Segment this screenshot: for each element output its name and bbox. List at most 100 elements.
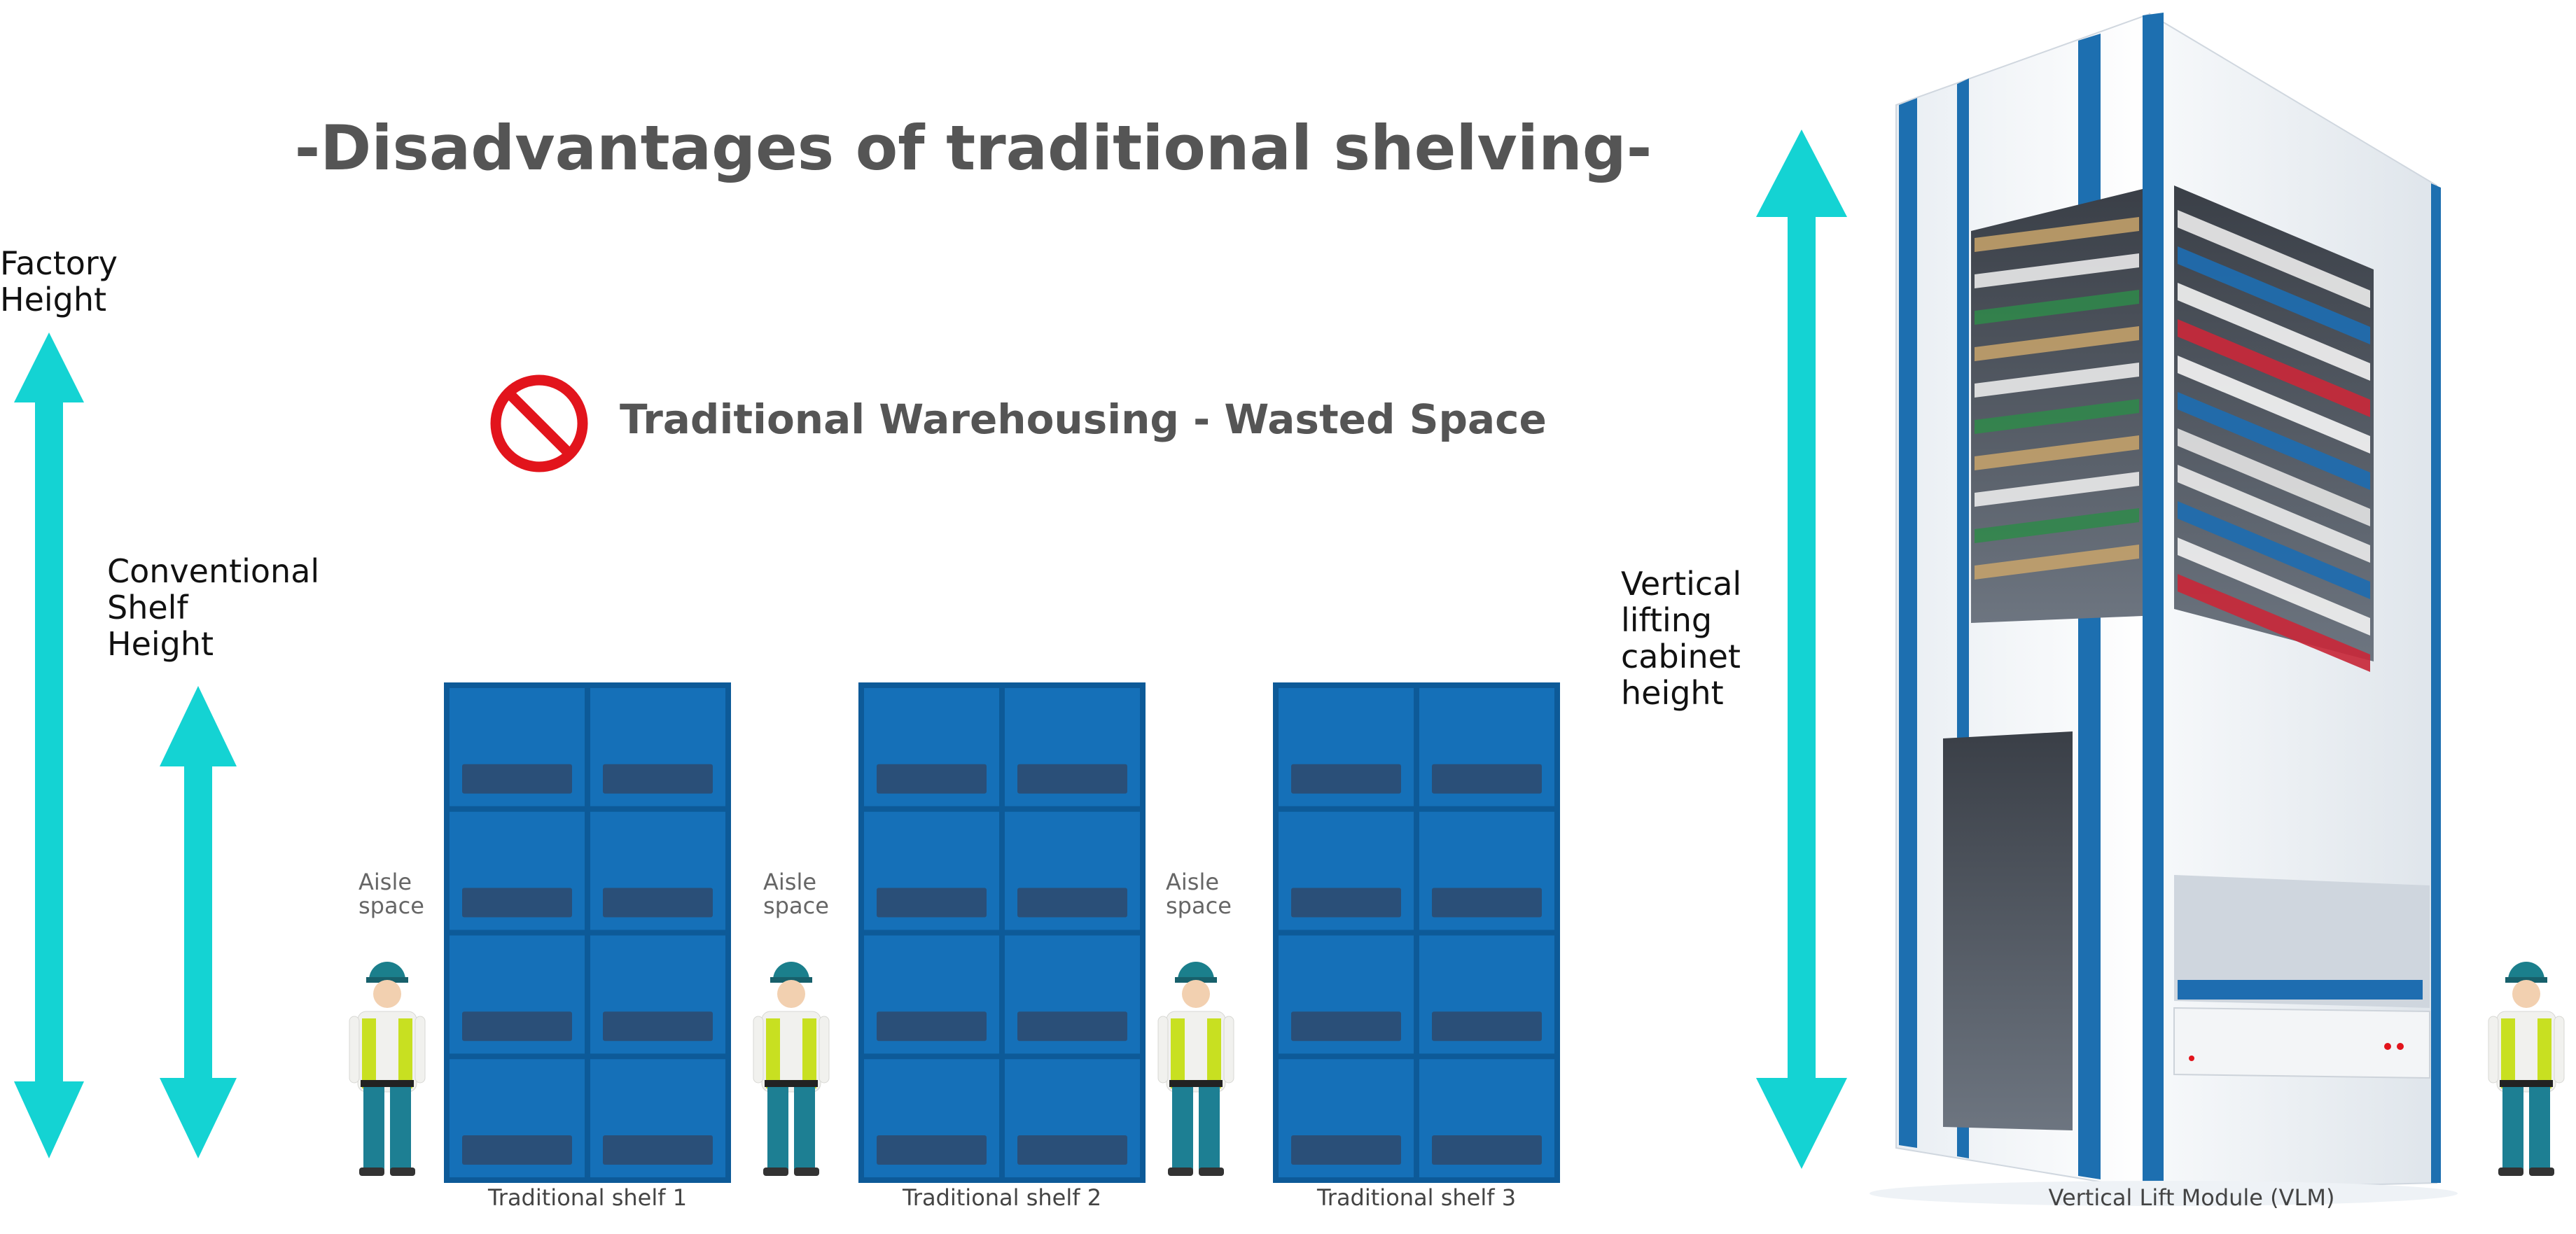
leg-left bbox=[363, 1087, 384, 1170]
aisle-label-1-line-2: space bbox=[358, 892, 424, 919]
arm-left bbox=[2488, 1016, 2499, 1084]
bin-handle bbox=[1432, 1135, 1542, 1165]
belt bbox=[361, 1080, 414, 1087]
bin-handle bbox=[1017, 1011, 1127, 1042]
arm-right bbox=[1223, 1016, 1234, 1084]
vlm-tray-right bbox=[2178, 210, 2370, 308]
bin-handle bbox=[1432, 888, 1542, 918]
aisle-label-1: Aisle space bbox=[358, 870, 424, 918]
belt bbox=[2500, 1080, 2553, 1087]
vlm-tray-right bbox=[2178, 501, 2370, 599]
bin-handle bbox=[877, 888, 987, 918]
leg-right bbox=[1199, 1087, 1220, 1170]
shoe-left bbox=[763, 1168, 788, 1176]
aisle-label-2-line-2: space bbox=[763, 892, 829, 919]
traditional-shelf-1 bbox=[444, 682, 731, 1183]
subtitle: Traditional Warehousing - Wasted Space bbox=[620, 395, 1547, 443]
factory-height-line-2: Height bbox=[0, 281, 107, 318]
prohibited-icon bbox=[490, 374, 588, 472]
shoe-left bbox=[2498, 1168, 2523, 1176]
arm-left bbox=[1157, 1016, 1169, 1084]
vlm-tray-left bbox=[1975, 290, 2139, 325]
workers bbox=[349, 962, 2565, 1176]
arm-right bbox=[415, 1016, 426, 1084]
bin-handle bbox=[1017, 1135, 1127, 1165]
shoe-left bbox=[1168, 1168, 1193, 1176]
bin-handle bbox=[1291, 1135, 1401, 1165]
leg-left bbox=[2502, 1087, 2523, 1170]
arm-right bbox=[2554, 1016, 2565, 1084]
vlm-tray-right bbox=[2178, 356, 2370, 454]
shelf-1-caption: Traditional shelf 1 bbox=[487, 1184, 688, 1211]
shoe-right bbox=[1199, 1168, 1224, 1176]
vlm-tray-left bbox=[1975, 363, 2139, 398]
shoe-right bbox=[2529, 1168, 2554, 1176]
bin-handle bbox=[877, 764, 987, 794]
vest-left bbox=[766, 1018, 780, 1088]
shelf-height-line-1: Conventional bbox=[107, 552, 320, 590]
conventional-shelf-height-label: Conventional Shelf Height bbox=[107, 553, 319, 662]
vlm-height-label: Vertical lifting cabinet height bbox=[1621, 566, 1741, 711]
traditional-shelves bbox=[444, 682, 1560, 1183]
bin-handle bbox=[877, 1011, 987, 1042]
vlm-tray-right bbox=[2178, 392, 2370, 490]
vlm-height-arrow bbox=[1756, 129, 1847, 1169]
aisle-label-2: Aisle space bbox=[763, 870, 829, 918]
vlm-tray-right bbox=[2178, 246, 2370, 344]
vest-left bbox=[1171, 1018, 1185, 1088]
worker-figure-1 bbox=[349, 962, 426, 1176]
bin-handle bbox=[1291, 1011, 1401, 1042]
helmet bbox=[1178, 962, 1214, 980]
vlm-tray-left bbox=[1975, 399, 2139, 434]
head bbox=[777, 980, 805, 1008]
bin-handle bbox=[603, 1011, 713, 1042]
factory-height-line-1: Factory bbox=[0, 244, 118, 282]
belt bbox=[1169, 1080, 1223, 1087]
bin-handle bbox=[603, 888, 713, 918]
helmet bbox=[773, 962, 809, 980]
helmet bbox=[369, 962, 405, 980]
vlm-tray-right bbox=[2178, 428, 2370, 526]
leg-left bbox=[1172, 1087, 1193, 1170]
vlm-tray-left bbox=[1975, 435, 2139, 470]
vlm-height-line-1: Vertical bbox=[1621, 565, 1742, 603]
aisle-label-2-line-1: Aisle bbox=[763, 869, 817, 895]
vest-right bbox=[2537, 1018, 2551, 1088]
vest-right bbox=[1207, 1018, 1221, 1088]
factory-height-arrow bbox=[14, 332, 84, 1158]
bin-handle bbox=[462, 764, 572, 794]
helmet bbox=[2508, 962, 2544, 980]
arm-left bbox=[753, 1016, 764, 1084]
leg-right bbox=[2529, 1087, 2550, 1170]
head bbox=[373, 980, 401, 1008]
bin-handle bbox=[1017, 764, 1127, 794]
vlm-illustration bbox=[1870, 13, 2458, 1206]
bin-handle bbox=[603, 764, 713, 794]
vlm-tray-left bbox=[1975, 326, 2139, 361]
bin-handle bbox=[1017, 888, 1127, 918]
worker-figure-3 bbox=[1157, 962, 1234, 1176]
vest-right bbox=[398, 1018, 412, 1088]
arm-left bbox=[349, 1016, 360, 1084]
vlm-tray-left bbox=[1975, 508, 2139, 543]
shelf-height-line-3: Height bbox=[107, 625, 214, 663]
vest-left bbox=[362, 1018, 376, 1088]
bin-handle bbox=[462, 1011, 572, 1042]
bin-handle bbox=[1432, 1011, 1542, 1042]
bin-handle bbox=[1432, 764, 1542, 794]
shelf-2-caption: Traditional shelf 2 bbox=[902, 1184, 1102, 1211]
vest-right bbox=[802, 1018, 816, 1088]
bin-handle bbox=[1291, 888, 1401, 918]
vlm-height-line-2: lifting bbox=[1621, 601, 1713, 639]
bin-handle bbox=[462, 888, 572, 918]
factory-height-label: Factory Height bbox=[0, 245, 118, 318]
bin-handle bbox=[462, 1135, 572, 1165]
bin-handle bbox=[877, 1135, 987, 1165]
leg-right bbox=[390, 1087, 411, 1170]
traditional-shelf-2 bbox=[858, 682, 1146, 1183]
shelf-height-arrow bbox=[160, 686, 237, 1158]
vlm-tray-left bbox=[1975, 472, 2139, 507]
vlm-tray-left bbox=[1975, 217, 2139, 252]
page-title: -Disadvantages of traditional shelving- bbox=[294, 112, 1652, 184]
